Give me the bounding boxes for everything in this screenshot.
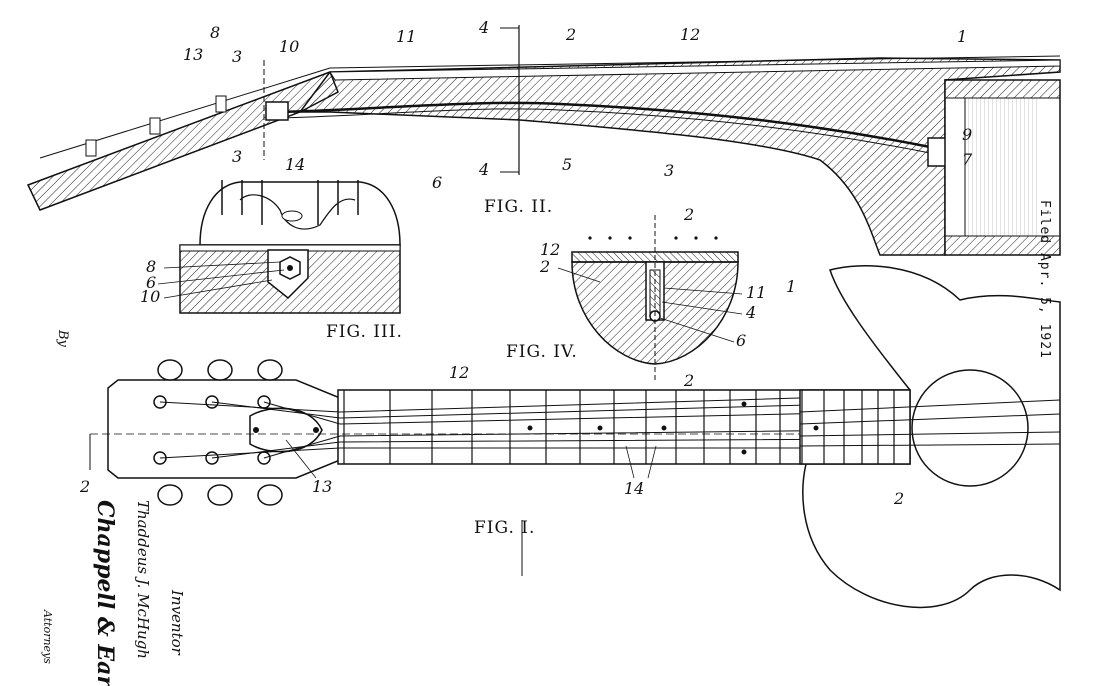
ref-3-fig2: 3 [664, 161, 674, 180]
fig3-label: FIG. III. [326, 322, 403, 342]
ref-11-fig4: 11 [746, 283, 766, 302]
ref-3-top: 3 [232, 47, 242, 66]
fig4-neck-cross-section [571, 215, 739, 380]
ref-9-fig2: 9 [962, 125, 972, 144]
fig4-label: FIG. IV. [506, 342, 578, 362]
ref-12-fig2: 12 [680, 25, 700, 44]
ref-11-fig2: 11 [396, 27, 416, 46]
ref-2-fig4-top: 2 [683, 205, 694, 224]
ref-13-fig1: 13 [312, 477, 332, 496]
ref-2-fig2: 2 [565, 25, 576, 44]
ref-5-fig2: 5 [562, 155, 572, 174]
ref-12-fig4: 12 [540, 240, 560, 259]
ref-7-fig2: 7 [962, 150, 973, 169]
ref-10-fig3: 10 [140, 287, 160, 306]
ref-4-bottom: 4 [478, 160, 489, 179]
ref-12-fig1: 12 [449, 363, 469, 382]
ref-14-fig1: 14 [624, 479, 644, 498]
truss-rod [281, 101, 936, 150]
ref-2-fig4-bottom: 2 [683, 371, 694, 390]
ref-6-fig3: 6 [146, 273, 156, 292]
rod-nut-head [265, 101, 289, 121]
fingerboard-strip [329, 59, 1061, 81]
ref-10-fig2: 10 [279, 37, 299, 56]
ref-4-top: 4 [478, 18, 489, 37]
ref-1-fig2: 1 [957, 27, 967, 46]
ref-6-fig4: 6 [736, 331, 746, 350]
ref-8-fig3: 8 [146, 257, 156, 276]
ref-6-fig2: 6 [432, 173, 442, 192]
inventor-label: Inventor [168, 590, 186, 655]
filed-date-note: Filed Apr. 5, 1921 [1037, 200, 1052, 359]
ref-1-fig1: 1 [786, 277, 796, 296]
ref-2-fig4-left: 2 [539, 257, 550, 276]
fig2-label: FIG. II. [484, 197, 553, 217]
ref-2-fig1-left: 2 [79, 477, 90, 496]
inventor-name: Thaddeus J. McHugh [134, 500, 152, 659]
attorney-signature: Chappell & Earl [92, 500, 118, 686]
fig2-neck-section [26, 25, 1061, 256]
ref-8-fig2: 8 [210, 23, 220, 42]
ref-2-fig1-right: 2 [893, 489, 904, 508]
attorneys-label: Attorneys [41, 610, 54, 664]
sound-hole [911, 369, 1029, 487]
ref-14-fig3: 14 [285, 155, 305, 174]
neck-section [298, 57, 1061, 256]
fig1-plan-view [89, 265, 1061, 609]
ref-4-fig4: 4 [745, 303, 756, 322]
ref-13-fig2: 13 [183, 45, 203, 64]
ref-3-bottom: 3 [232, 147, 242, 166]
fig3-head-cross-section [179, 180, 401, 314]
by-label: By [55, 330, 70, 347]
fig1-label: FIG. I. [474, 518, 535, 538]
